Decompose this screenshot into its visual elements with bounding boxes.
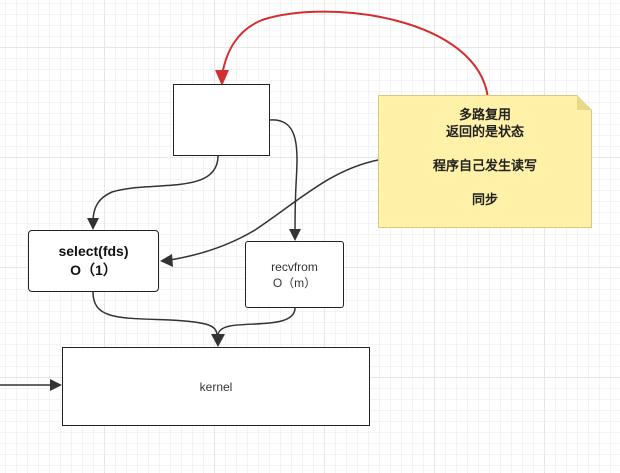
top-process-box [173,84,270,156]
recvfrom-box: recvfrom O（m） [245,241,344,308]
kernel-box: kernel [62,347,370,426]
red-arrowhead [215,70,229,86]
note-line-3: 程序自己发生读写 [432,158,537,173]
kernel-label: kernel [199,379,233,394]
select-to-kernel-arrow [92,291,218,337]
select-box: select(fds) O（1） [28,230,159,292]
sticky-note: 多路复用 返回的是状态 程序自己发生读写 同步 [378,95,592,228]
recvfrom-label: recvfrom [271,259,318,274]
arrowhead [50,379,62,391]
top-box-to-select-arrow [92,155,219,223]
note-line-2: 返回的是状态 [445,124,524,139]
arrowhead [289,229,301,241]
arrowhead [211,334,225,347]
note-to-select-arrow [169,159,379,261]
note-line-4: 同步 [471,192,498,207]
select-complexity: O（1） [70,262,117,278]
note-to-top-box-arrow [220,10,489,99]
arrowhead [87,218,99,230]
note-line-1: 多路复用 [458,107,511,122]
top-box-to-recvfrom-arrow [269,119,298,233]
recvfrom-complexity: O（m） [272,275,317,290]
recvfrom-to-kernel-arrow [217,307,296,337]
select-label: select(fds) [58,243,129,259]
arrowhead [160,254,173,267]
